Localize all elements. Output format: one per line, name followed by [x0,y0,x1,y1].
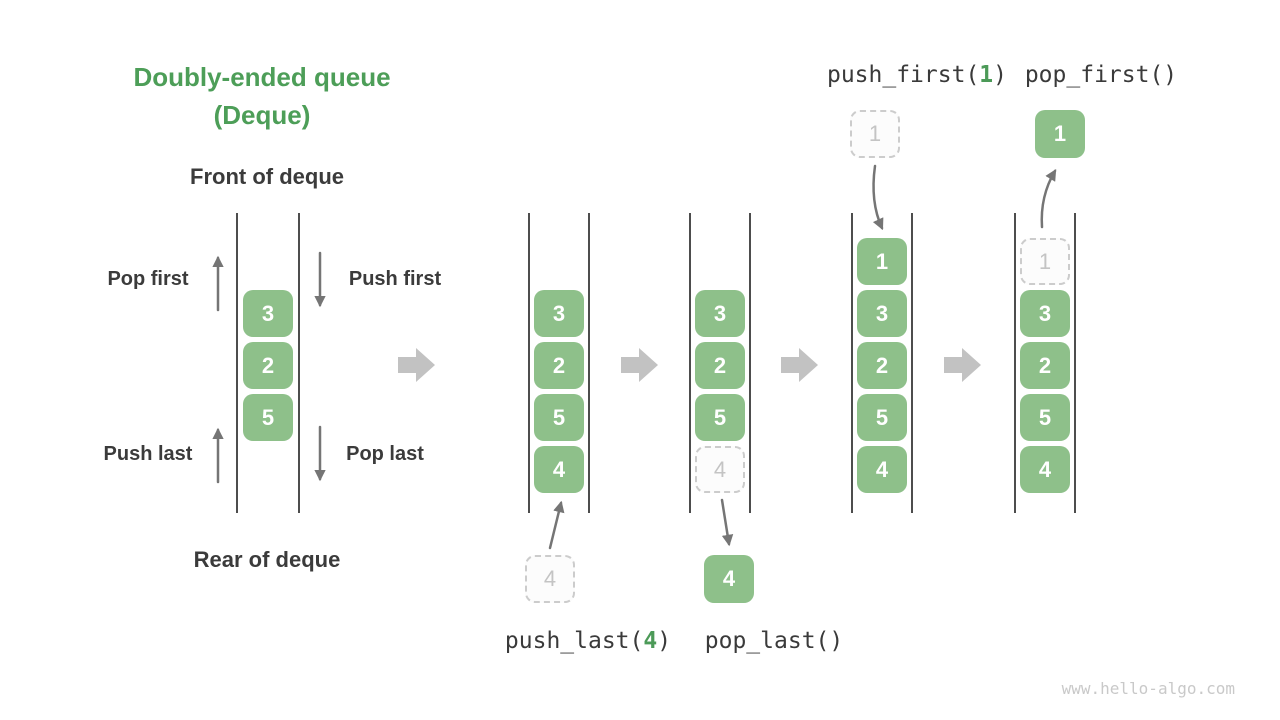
queue-wall [298,213,300,513]
deque-item: 4 [857,446,907,493]
deque-item: 3 [1020,290,1070,337]
code-prefix: pop_first() [1024,62,1178,88]
deque-item: 1 [857,238,907,285]
title-line-2: (Deque) [213,100,311,130]
pop-last-remove-arrow-icon [720,498,734,547]
pop-last-call-label: pop_last() [705,628,843,654]
push-first-label: Push first [348,268,442,290]
deque-item: 2 [243,342,293,389]
rear-of-deque-label: Rear of deque [193,547,341,572]
code-suffix: ) [657,628,672,654]
code-suffix: ) [993,62,1008,88]
deque-item: 2 [1020,342,1070,389]
pop-first-remove-arrow-icon [1040,169,1057,229]
queue-wall [1014,213,1016,513]
code-arg: 1 [979,62,994,88]
deque-item: 5 [695,394,745,441]
pop-last-label: Pop last [346,443,424,465]
deque-item: 4 [1020,446,1070,493]
deque-item: 2 [695,342,745,389]
deque-item: 2 [534,342,584,389]
deque-item: 5 [1020,394,1070,441]
deque-item: 5 [243,394,293,441]
pop-last-removed-item: 4 [704,555,754,603]
queue-wall [689,213,691,513]
deque-item: 3 [534,290,584,337]
queue-wall [851,213,853,513]
step-arrow-2-icon [621,348,658,382]
code-prefix: push_first( [826,62,980,88]
push-last-insert-arrow-icon [548,500,565,550]
step-arrow-4-icon [944,348,981,382]
queue-wall [528,213,530,513]
title-line-1: Doubly-ended queue [133,62,391,92]
push-last-call-label: push_last(4) [505,628,671,654]
code-prefix: pop_last() [704,628,844,654]
title-block: Doubly-ended queue (Deque) [112,58,412,134]
code-prefix: push_last( [504,628,644,654]
code-arg: 4 [643,628,658,654]
deque-item-ghost: 1 [1020,238,1070,285]
deque-item: 2 [857,342,907,389]
front-of-deque-label: Front of deque [190,164,344,189]
queue-wall [1074,213,1076,513]
deque-item: 3 [695,290,745,337]
pop-first-removed-item: 1 [1035,110,1085,158]
push-last-new-item: 4 [525,555,575,603]
queue-wall [588,213,590,513]
deque-item: 3 [243,290,293,337]
deque-item: 5 [534,394,584,441]
step-arrow-3-icon [781,348,818,382]
pop-first-call-label: pop_first() [1025,62,1177,88]
deque-item-ghost: 4 [695,446,745,493]
deque-item: 3 [857,290,907,337]
watermark: www.hello-algo.com [1061,679,1235,698]
pop-first-label: Pop first [107,268,189,290]
queue-wall [236,213,238,513]
push-first-new-item: 1 [850,110,900,158]
push-last-label: Push last [103,443,193,465]
deque-item: 5 [857,394,907,441]
step-arrow-1-icon [398,348,435,382]
push-first-insert-arrow-icon [872,164,884,231]
queue-wall [911,213,913,513]
queue-wall [749,213,751,513]
deque-item: 4 [534,446,584,493]
push-first-call-label: push_first(1) [827,62,1007,88]
